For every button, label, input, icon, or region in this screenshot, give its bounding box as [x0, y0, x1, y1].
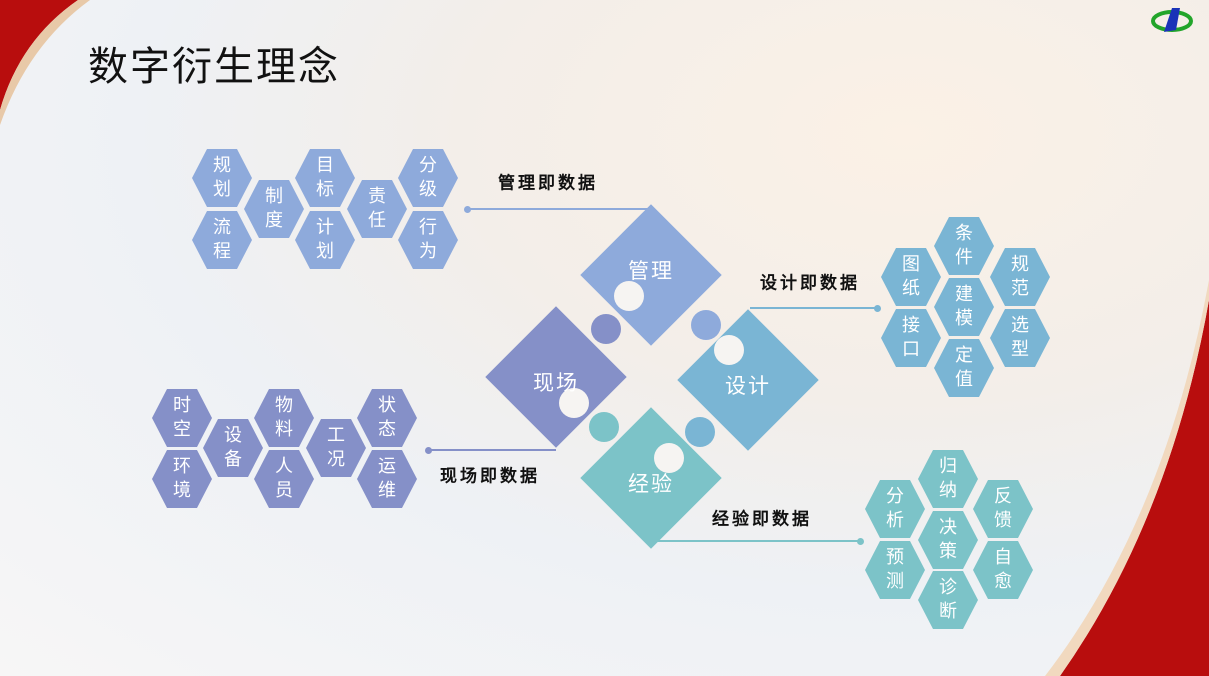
puzzle-tab [591, 314, 621, 344]
puzzle-hole [714, 335, 744, 365]
design-connector-dot [874, 305, 881, 312]
experience-connector-line [651, 540, 860, 542]
hex-label: 运维 [378, 456, 396, 501]
hex-label: 制度 [265, 186, 283, 231]
hex-label: 规范 [1011, 254, 1029, 299]
hex-item: 诊断 [918, 571, 978, 629]
hex-item: 分级 [398, 149, 458, 207]
hex-label: 定值 [955, 345, 973, 390]
hex-item: 制度 [244, 180, 304, 238]
management-data-label: 管理即数据 [498, 173, 598, 194]
hex-label: 环境 [173, 456, 191, 501]
hex-item: 目标 [295, 149, 355, 207]
hex-item: 决策 [918, 511, 978, 569]
experience-connector-dot [857, 538, 864, 545]
hex-label: 图纸 [902, 254, 920, 299]
hex-label: 行为 [419, 217, 437, 262]
puzzle-hole [654, 443, 684, 473]
hex-item: 规划 [192, 149, 252, 207]
hex-label: 规划 [213, 155, 231, 200]
hex-item: 自愈 [973, 541, 1033, 599]
management-piece-label: 管理 [628, 259, 674, 283]
hex-label: 预测 [886, 547, 904, 592]
puzzle-tab [589, 412, 619, 442]
design-connector-line [750, 307, 877, 309]
hex-label: 时空 [173, 395, 191, 440]
hex-item: 预测 [865, 541, 925, 599]
hex-label: 反馈 [994, 486, 1012, 531]
hex-label: 诊断 [939, 577, 957, 622]
hex-label: 自愈 [994, 547, 1012, 592]
hex-label: 设备 [224, 425, 242, 470]
puzzle-tab [691, 310, 721, 340]
management-connector-dot [464, 206, 471, 213]
puzzle-hole [559, 388, 589, 418]
hex-label: 流程 [213, 217, 231, 262]
site-connector-dot [425, 447, 432, 454]
hex-label: 人员 [275, 456, 293, 501]
experience-data-label: 经验即数据 [712, 509, 812, 530]
hex-label: 状态 [378, 395, 396, 440]
puzzle-tab [685, 417, 715, 447]
hex-label: 物料 [275, 395, 293, 440]
hex-label: 归纳 [939, 456, 957, 501]
hex-label: 选型 [1011, 315, 1029, 360]
hex-label: 建模 [955, 284, 973, 329]
hex-label: 条件 [955, 223, 973, 268]
hex-label: 决策 [939, 517, 957, 562]
design-piece-label: 设计 [725, 374, 771, 398]
experience-piece-label: 经验 [628, 472, 674, 496]
site-connector-line [428, 449, 556, 451]
hex-label: 计划 [316, 217, 334, 262]
hex-label: 接口 [902, 315, 920, 360]
page-title: 数字衍生理念 [88, 44, 340, 90]
design-data-label: 设计即数据 [760, 273, 860, 294]
hex-item: 责任 [347, 180, 407, 238]
site-data-label: 现场即数据 [440, 466, 540, 487]
hex-label: 分析 [886, 486, 904, 531]
site-piece-label: 现场 [533, 371, 579, 395]
puzzle-hole [614, 281, 644, 311]
hex-label: 责任 [368, 186, 386, 231]
hex-label: 工况 [327, 425, 345, 470]
hex-label: 目标 [316, 155, 334, 200]
logo-icon [1151, 8, 1193, 32]
hex-label: 分级 [419, 155, 437, 200]
management-connector-line [467, 208, 651, 210]
